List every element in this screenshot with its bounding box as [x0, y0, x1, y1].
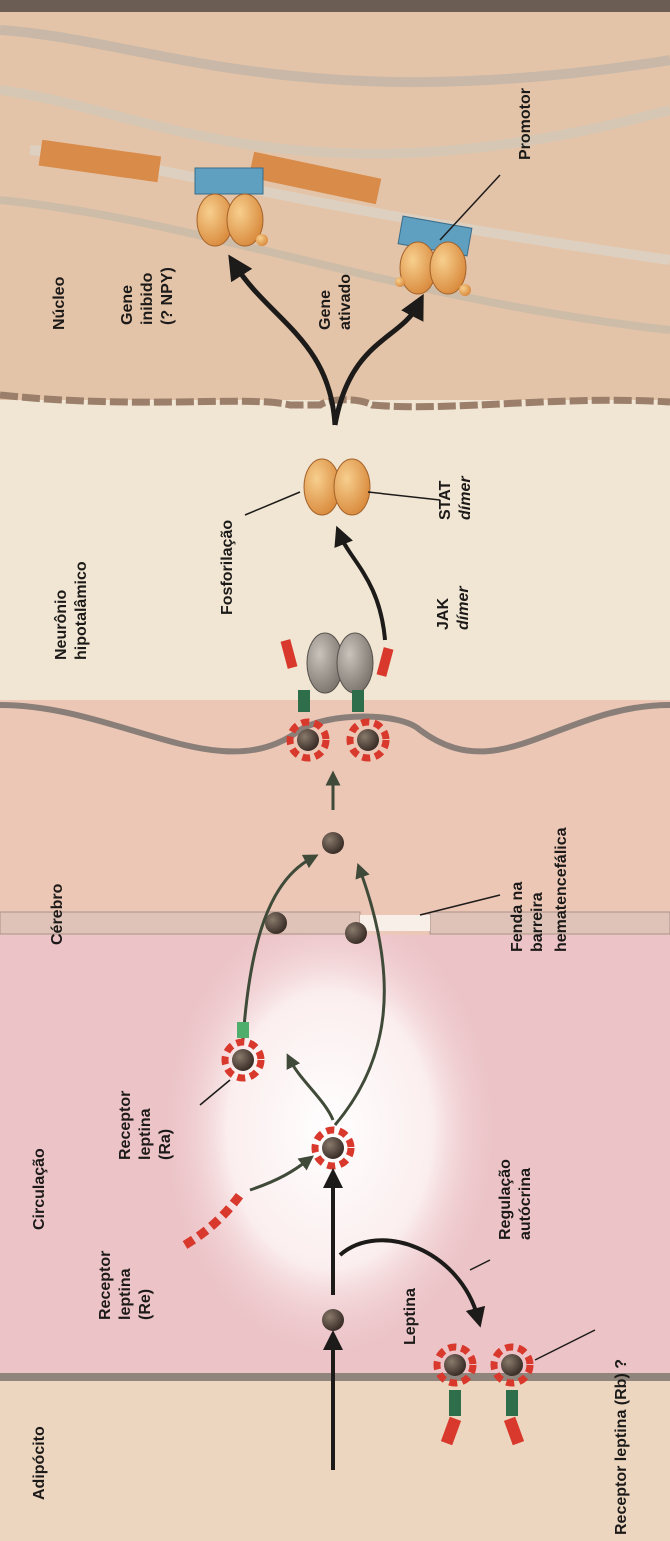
leptin-brain-3 [345, 922, 367, 944]
label-gene-inh-1: Gene [119, 285, 136, 325]
promoter-inhibited [195, 168, 263, 194]
label-jak-2: dímer [455, 586, 472, 630]
label-gene-act-2: ativado [337, 274, 354, 330]
label-leptin: Leptina [402, 1288, 419, 1345]
label-rec-rb: Receptor leptina (Rb) ? [613, 1359, 630, 1535]
leptin-brain-1 [322, 832, 344, 854]
leptin-circulation [322, 1309, 344, 1331]
label-gap-3: hematencefálica [553, 827, 570, 952]
label-rec-re-3: (Re) [137, 1289, 154, 1320]
label-rec-ra-3: (Ra) [157, 1129, 174, 1160]
label-adipocyte: Adipócito [31, 1426, 48, 1500]
label-circulation: Circulação [31, 1148, 48, 1230]
label-jak-1: JAK [435, 598, 452, 630]
stat-dimer-inhibited [197, 194, 268, 246]
label-phos: Fosforilação [219, 520, 236, 615]
label-promoter: Promotor [517, 88, 534, 160]
label-rec-ra-1: Receptor [117, 1091, 134, 1160]
label-gap-2: barreira [529, 892, 546, 952]
label-gap-1: Fenda na [509, 882, 526, 952]
label-autocrine-2: autócrina [517, 1168, 534, 1240]
label-neuron-1: Neurônio [53, 590, 70, 660]
top-edge [0, 0, 670, 12]
label-autocrine-1: Regulação [497, 1159, 514, 1240]
label-neuron-2: hipotalâmico [73, 561, 90, 660]
label-stat-1: STAT [437, 480, 454, 520]
label-gene-inh-3: (? NPY) [159, 267, 176, 325]
label-stat-2: dímer [457, 476, 474, 520]
label-rec-re-1: Receptor [97, 1251, 114, 1320]
label-gene-inh-2: inibido [139, 272, 156, 325]
label-gene-act-1: Gene [317, 290, 334, 330]
label-rec-re-2: leptina [117, 1268, 134, 1320]
nucleus-region [0, 0, 670, 400]
label-brain: Cérebro [49, 883, 66, 945]
label-rec-ra-2: leptina [137, 1108, 154, 1160]
label-nucleus: Núcleo [51, 276, 68, 330]
leptin-brain-2 [265, 912, 287, 934]
